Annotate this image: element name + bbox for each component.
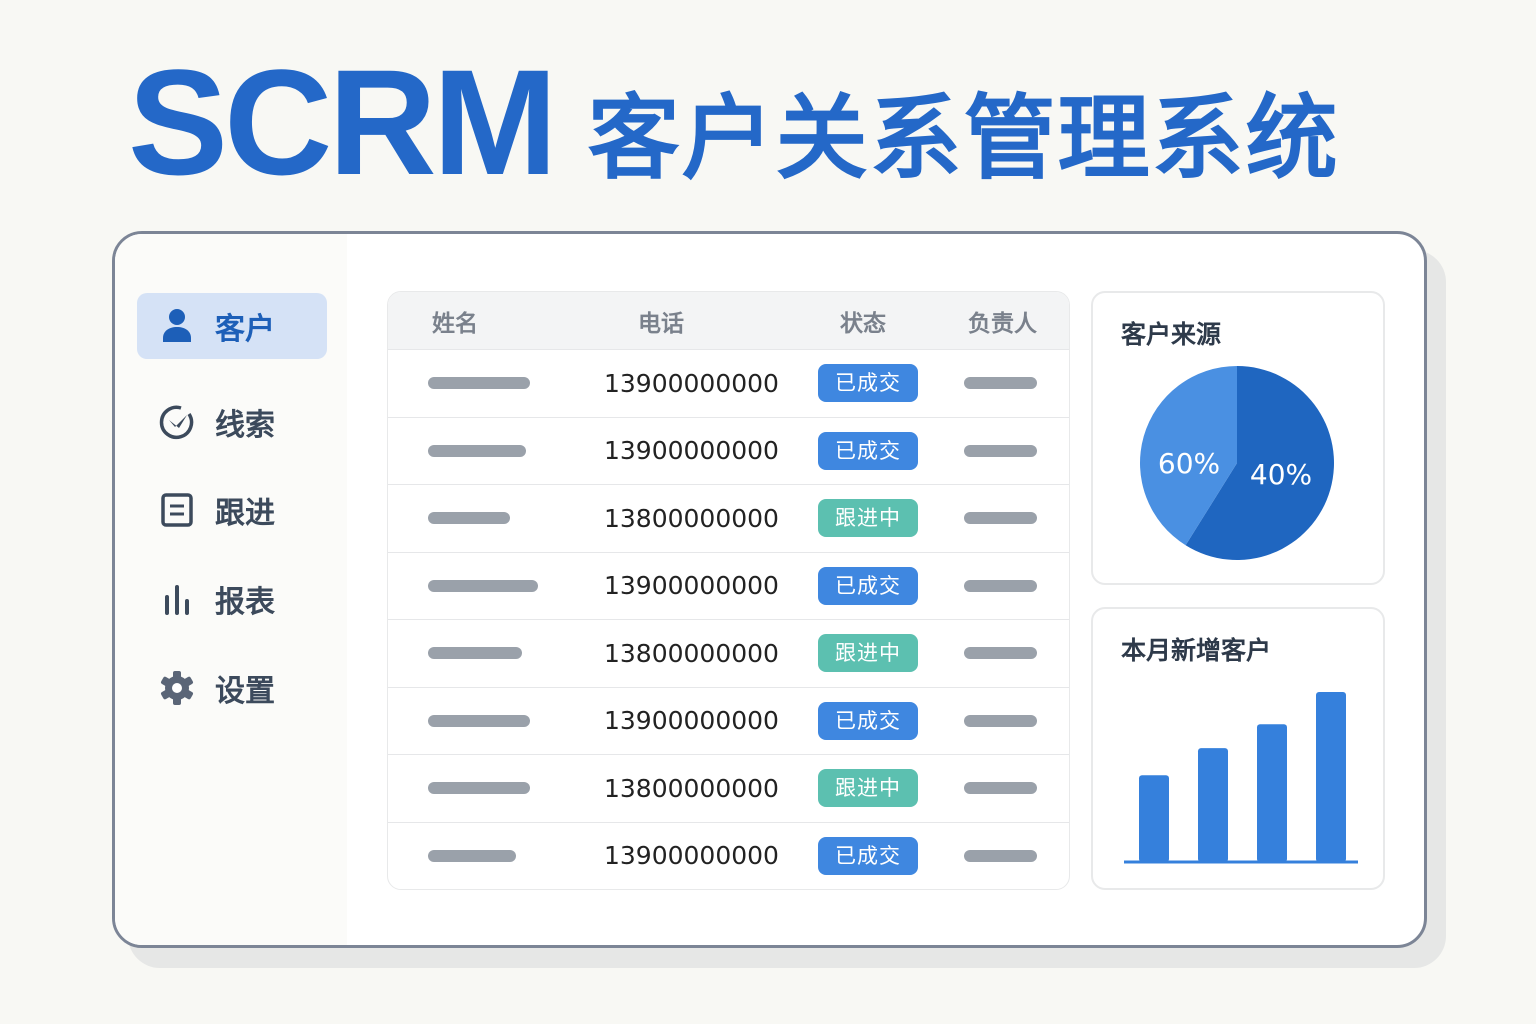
- table-header: 姓名 电话 状态 负责人: [388, 292, 1069, 349]
- customer-table: 姓名 电话 状态 负责人 13900000000 已成交 13900000000…: [387, 291, 1070, 890]
- sidebar-item-label: 线索: [215, 408, 275, 443]
- owner-placeholder: [964, 647, 1037, 660]
- table-row[interactable]: 13900000000 已成交: [388, 349, 1069, 417]
- customer-source-panel: 客户来源 60% 40%: [1091, 291, 1385, 585]
- phone-cell: 13800000000: [604, 638, 779, 668]
- sidebar: 客户 线索 跟进 报表 设置: [115, 234, 347, 945]
- column-header-owner[interactable]: 负责人: [968, 310, 1037, 337]
- column-header-phone[interactable]: 电话: [638, 310, 684, 337]
- owner-placeholder: [964, 714, 1037, 727]
- pie-slice: [1140, 366, 1237, 546]
- pie-label: 60%: [1158, 447, 1220, 480]
- table-row[interactable]: 13900000000 已成交: [388, 551, 1069, 620]
- table-row[interactable]: 13900000000 已成交: [388, 821, 1069, 890]
- owner-placeholder: [964, 849, 1037, 862]
- sidebar-item-label: 设置: [215, 674, 275, 709]
- user-icon: [159, 308, 195, 344]
- status-badge: 跟进中: [818, 499, 918, 538]
- owner-placeholder: [964, 782, 1037, 795]
- bar: [1316, 692, 1346, 862]
- bar-chart: [1124, 692, 1358, 864]
- name-placeholder: [428, 444, 526, 457]
- phone-cell: 13900000000: [604, 841, 779, 871]
- bar-chart-icon: [159, 581, 195, 617]
- owner-placeholder: [964, 579, 1037, 592]
- sidebar-item-followup[interactable]: 跟进: [137, 477, 327, 543]
- status-badge: 已成交: [818, 431, 918, 470]
- new-customers-panel: 本月新增客户: [1091, 607, 1385, 890]
- panel-title: 本月新增客户: [1121, 636, 1272, 665]
- table-row[interactable]: 13900000000 已成交: [388, 416, 1069, 485]
- phone-cell: 13900000000: [604, 706, 779, 736]
- table-row[interactable]: 13800000000 跟进中: [388, 754, 1069, 822]
- page-title: SCRM 客户关系管理系统: [128, 47, 1340, 197]
- list-icon: [159, 492, 195, 528]
- gear-icon: [159, 670, 195, 706]
- name-placeholder: [428, 647, 522, 660]
- panel-title: 客户来源: [1121, 320, 1222, 349]
- table-row[interactable]: 13800000000 跟进中: [388, 484, 1069, 552]
- title-en: SCRM: [128, 38, 558, 206]
- sidebar-item-leads[interactable]: 线索: [137, 389, 327, 455]
- status-badge: 跟进中: [818, 634, 918, 673]
- status-badge: 已成交: [818, 566, 918, 605]
- status-badge: 已成交: [818, 836, 918, 875]
- column-header-name[interactable]: 姓名: [432, 310, 478, 337]
- sidebar-item-label: 客户: [215, 312, 275, 347]
- status-badge: 已成交: [818, 701, 918, 740]
- target-icon: [159, 404, 195, 440]
- owner-placeholder: [964, 377, 1037, 390]
- table-row[interactable]: 13800000000 跟进中: [388, 619, 1069, 687]
- name-placeholder: [428, 849, 516, 862]
- name-placeholder: [428, 714, 530, 727]
- phone-cell: 13900000000: [604, 436, 779, 466]
- bar: [1139, 775, 1169, 862]
- phone-cell: 13800000000: [604, 773, 779, 803]
- sidebar-item-label: 报表: [215, 585, 275, 620]
- sidebar-item-label: 跟进: [215, 496, 275, 531]
- app-window: 客户 线索 跟进 报表 设置 姓名 电话 状态 负责人 13900000000 …: [112, 231, 1427, 948]
- sidebar-item-reports[interactable]: 报表: [137, 566, 327, 632]
- name-placeholder: [428, 377, 530, 390]
- column-header-status[interactable]: 状态: [840, 310, 886, 337]
- pie-slice: [1185, 366, 1334, 560]
- bar: [1198, 748, 1228, 862]
- owner-placeholder: [964, 512, 1037, 525]
- sidebar-item-customers[interactable]: 客户: [137, 293, 327, 359]
- name-placeholder: [428, 782, 530, 795]
- status-badge: 已成交: [818, 364, 918, 403]
- pie-chart: 60% 40%: [1140, 366, 1334, 560]
- sidebar-item-settings[interactable]: 设置: [137, 655, 327, 721]
- pie-label: 40%: [1250, 458, 1312, 491]
- table-row[interactable]: 13900000000 已成交: [388, 686, 1069, 755]
- owner-placeholder: [964, 444, 1037, 457]
- name-placeholder: [428, 579, 538, 592]
- phone-cell: 13800000000: [604, 503, 779, 533]
- phone-cell: 13900000000: [604, 368, 779, 398]
- bar: [1257, 724, 1287, 862]
- status-badge: 跟进中: [818, 769, 918, 808]
- phone-cell: 13900000000: [604, 571, 779, 601]
- name-placeholder: [428, 512, 510, 525]
- title-zh: 客户关系管理系统: [587, 85, 1340, 192]
